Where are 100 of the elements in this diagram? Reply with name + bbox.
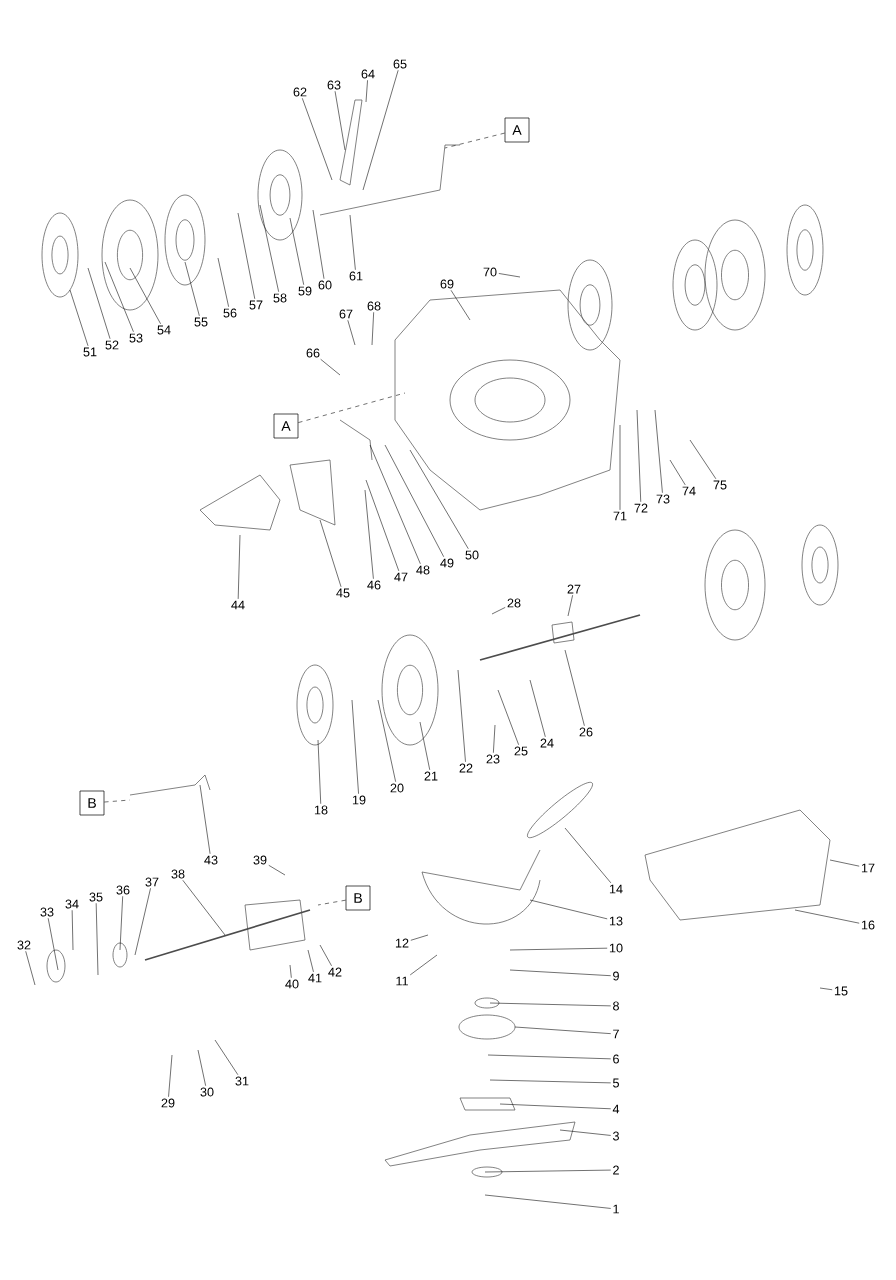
leader-line <box>104 799 131 803</box>
callout-number: 58 <box>273 293 287 303</box>
callout-number: 69 <box>440 279 454 289</box>
leader-line <box>457 669 466 763</box>
callout-number: 72 <box>634 503 648 513</box>
callout-number: 67 <box>339 309 353 319</box>
callout-number: 64 <box>361 69 375 79</box>
leader-line <box>409 449 469 550</box>
leader-line <box>69 289 89 347</box>
leader-line <box>689 439 717 480</box>
callout-number: 13 <box>609 916 623 926</box>
callout-number: 24 <box>540 738 554 748</box>
callout-number: 43 <box>204 855 218 865</box>
callout-number: 40 <box>285 979 299 989</box>
leader-line <box>371 311 374 346</box>
callout-number: 54 <box>157 325 171 335</box>
leader-line <box>509 969 611 976</box>
callout-number: 20 <box>390 783 404 793</box>
callout-number: 39 <box>253 855 267 865</box>
callout-number: 66 <box>306 348 320 358</box>
callout-number: 3 <box>612 1131 619 1141</box>
callout-number: 57 <box>249 300 263 310</box>
leader-line <box>365 79 368 103</box>
leader-line <box>197 1049 206 1087</box>
callout-number: 16 <box>861 920 875 930</box>
callout-number: 55 <box>194 317 208 327</box>
leader-line <box>349 214 356 271</box>
leader-line <box>134 887 151 956</box>
leader-line <box>95 902 99 976</box>
leader-line <box>491 607 506 615</box>
leader-line <box>214 1039 239 1076</box>
leader-line <box>199 784 211 855</box>
leader-line <box>564 827 612 884</box>
leader-line <box>302 97 333 181</box>
callout-number: 38 <box>171 869 185 879</box>
callout-number: 45 <box>336 588 350 598</box>
leader-line <box>184 261 200 317</box>
leader-line <box>409 954 438 976</box>
leader-line <box>489 1079 611 1084</box>
callout-number: 15 <box>834 986 848 996</box>
leader-line <box>312 209 325 280</box>
leader-line <box>450 289 471 321</box>
leader-line <box>47 917 59 971</box>
callout-number: 59 <box>298 286 312 296</box>
leader-line <box>259 204 279 293</box>
leader-line <box>529 899 608 920</box>
leader-line <box>237 212 256 300</box>
callout-number: 5 <box>613 1078 619 1088</box>
leader-line <box>319 519 342 588</box>
leader-line <box>514 1026 611 1034</box>
callout-number: 2 <box>613 1165 619 1175</box>
leader-line <box>369 444 421 565</box>
leader-line <box>307 949 314 973</box>
callout-number: 70 <box>483 267 497 277</box>
callout-number: 75 <box>713 480 727 490</box>
leader-line <box>320 358 341 376</box>
callout-number: 30 <box>200 1087 214 1097</box>
callout-number: 61 <box>349 271 363 281</box>
callout-number: 33 <box>40 907 54 917</box>
callout-number: 53 <box>129 333 143 343</box>
reference-box: B <box>345 885 371 911</box>
leader-line <box>289 964 292 979</box>
leader-line <box>365 479 400 572</box>
callout-number: 6 <box>613 1054 619 1064</box>
callout-number: 48 <box>416 565 430 575</box>
callout-number: 51 <box>83 347 97 357</box>
callout-number: 73 <box>656 494 670 504</box>
callout-number: 49 <box>440 558 454 568</box>
leader-line <box>493 724 496 754</box>
callout-number: 46 <box>367 580 381 590</box>
leader-line <box>654 409 663 494</box>
callout-number: 63 <box>327 80 341 90</box>
leader-line <box>489 1002 611 1007</box>
callout-number: 18 <box>314 805 328 815</box>
leader-line <box>619 424 621 511</box>
callout-number: 4 <box>612 1104 620 1114</box>
leader-line <box>377 699 396 783</box>
leader-line <box>794 909 860 924</box>
callout-number: 47 <box>394 572 408 582</box>
callout-number: 37 <box>145 877 159 887</box>
callout-number: 23 <box>486 754 500 764</box>
leader-line <box>71 909 74 951</box>
leader-line <box>87 267 111 340</box>
callout-number: 10 <box>609 943 623 953</box>
leader-line <box>298 392 406 423</box>
callout-number: 74 <box>682 486 696 496</box>
callout-number: 9 <box>613 971 619 981</box>
callout-number: 62 <box>293 87 307 97</box>
callout-number: 26 <box>579 727 593 737</box>
leader-line <box>419 721 430 771</box>
leader-line <box>829 859 860 867</box>
leader-line <box>636 409 642 503</box>
leader-line <box>25 950 36 986</box>
leader-line <box>129 267 161 325</box>
leader-line <box>487 1054 611 1060</box>
callout-number: 22 <box>459 763 473 773</box>
callout-number: 7 <box>613 1029 619 1039</box>
callout-number: 35 <box>89 892 103 902</box>
leader-line <box>444 132 505 149</box>
callout-number: 44 <box>231 600 245 610</box>
